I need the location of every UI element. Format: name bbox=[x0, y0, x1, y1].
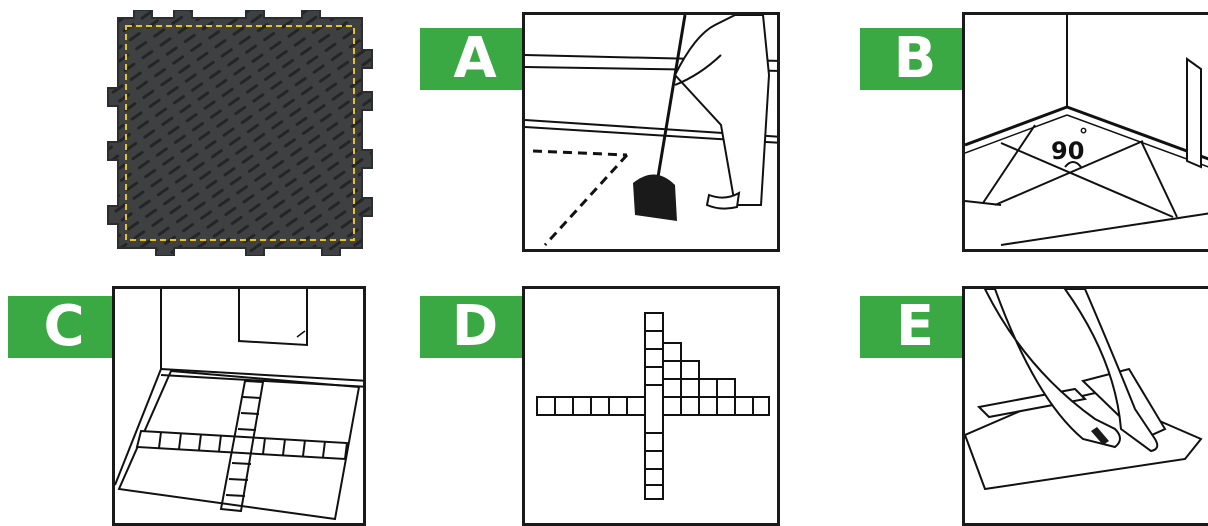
step-d-letter: D bbox=[451, 294, 499, 359]
step-b-illustration: 90 ° bbox=[962, 12, 1208, 252]
step-a-letter: A bbox=[453, 26, 497, 91]
sweeping-floor-drawing bbox=[525, 15, 777, 247]
tile-border-line bbox=[125, 25, 355, 241]
rubber-floor-tile bbox=[107, 10, 373, 256]
dry-layout-tiles-drawing bbox=[115, 289, 363, 521]
step-a-illustration bbox=[522, 12, 780, 252]
step-e-badge: E bbox=[860, 296, 964, 358]
step-d-badge: D bbox=[420, 296, 524, 358]
step-d-illustration bbox=[522, 286, 780, 526]
step-c-letter: C bbox=[43, 294, 85, 359]
angle-value: 90 bbox=[1051, 137, 1084, 165]
step-a-badge: A bbox=[420, 28, 524, 90]
tile-grid-layout-drawing bbox=[536, 312, 770, 500]
cutting-tile-drawing bbox=[965, 289, 1203, 491]
step-c-badge: C bbox=[8, 296, 114, 358]
step-e-illustration bbox=[962, 286, 1208, 526]
tile-body bbox=[107, 10, 373, 256]
step-c-illustration bbox=[112, 286, 366, 526]
angle-unit: ° bbox=[1079, 125, 1088, 146]
step-b-badge: B bbox=[860, 28, 964, 90]
step-b-letter: B bbox=[893, 26, 937, 91]
measure-room-center-drawing: 90 ° bbox=[965, 15, 1208, 246]
step-e-letter: E bbox=[895, 294, 935, 359]
